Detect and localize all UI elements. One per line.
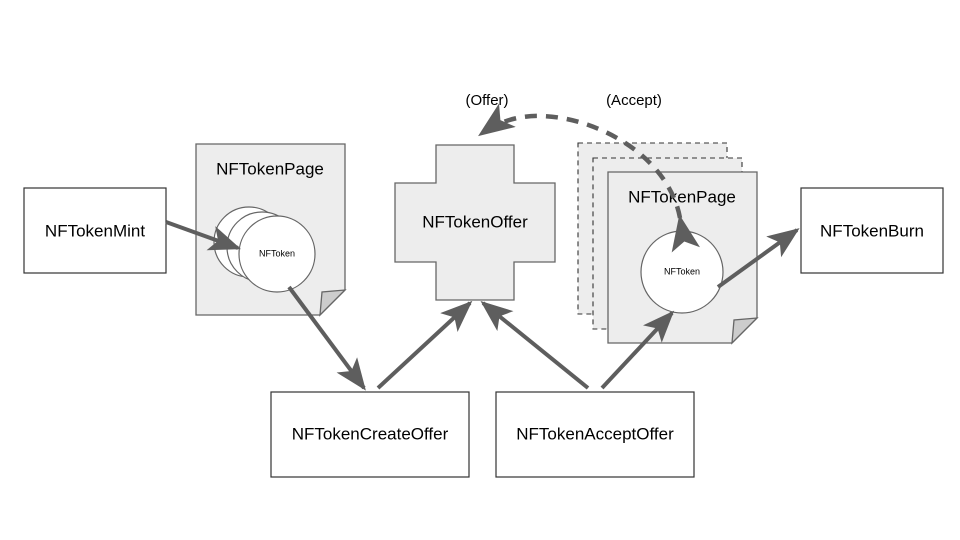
edge-label-offer: (Offer) (465, 92, 508, 109)
edge-right-page-to-burn (716, 228, 800, 289)
edge-accept-offer-to-right-page (600, 310, 675, 390)
node-nftokenacceptoffer[interactable]: NFTokenAcceptOffer (495, 391, 695, 478)
nftokenacceptoffer-box (495, 391, 695, 478)
dashed-exchange-path (478, 103, 701, 253)
nftokenmint-label: NFTokenMint (45, 221, 145, 240)
edge-create-offer-to-offer (376, 300, 473, 390)
nftokenmint-box (23, 187, 167, 274)
nftokencreateoffer-label: NFTokenCreateOffer (292, 424, 449, 443)
nftokenburn-label: NFTokenBurn (820, 221, 924, 240)
nftokenoffer-label: NFTokenOffer (422, 212, 528, 231)
node-nftokenmint[interactable]: NFTokenMint (23, 187, 167, 274)
edge-accept-offer-to-offer (480, 300, 590, 390)
left-page-title: NFTokenPage (216, 159, 324, 178)
right-page-title: NFTokenPage (628, 187, 736, 206)
left-page-token-label: NFToken (259, 248, 295, 258)
edge-label-accept: (Accept) (606, 92, 662, 109)
node-nftokencreateoffer[interactable]: NFTokenCreateOffer (270, 391, 470, 478)
page-fold-corner-icon (731, 317, 759, 345)
edge-mint-to-left-page (165, 220, 242, 251)
nftokencreateoffer-box (270, 391, 470, 478)
node-right-nftokenpage-stack[interactable]: NFTokenPage NFToken (577, 142, 759, 345)
page-fold-corner-icon (319, 289, 347, 317)
nftokenacceptoffer-label: NFTokenAcceptOffer (516, 424, 674, 443)
right-page-token-label: NFToken (664, 266, 700, 276)
node-nftokenoffer[interactable]: NFTokenOffer (394, 144, 556, 301)
node-nftokenburn[interactable]: NFTokenBurn (800, 187, 944, 274)
nftokenburn-box (800, 187, 944, 274)
edges-solid (165, 220, 800, 391)
edge-offer-accept-exchange (478, 103, 701, 253)
nftoken-circle-front (238, 215, 316, 293)
node-left-nftokenpage[interactable]: NFTokenPage NFToken (195, 143, 347, 317)
edge-left-page-to-create-offer (287, 285, 366, 391)
